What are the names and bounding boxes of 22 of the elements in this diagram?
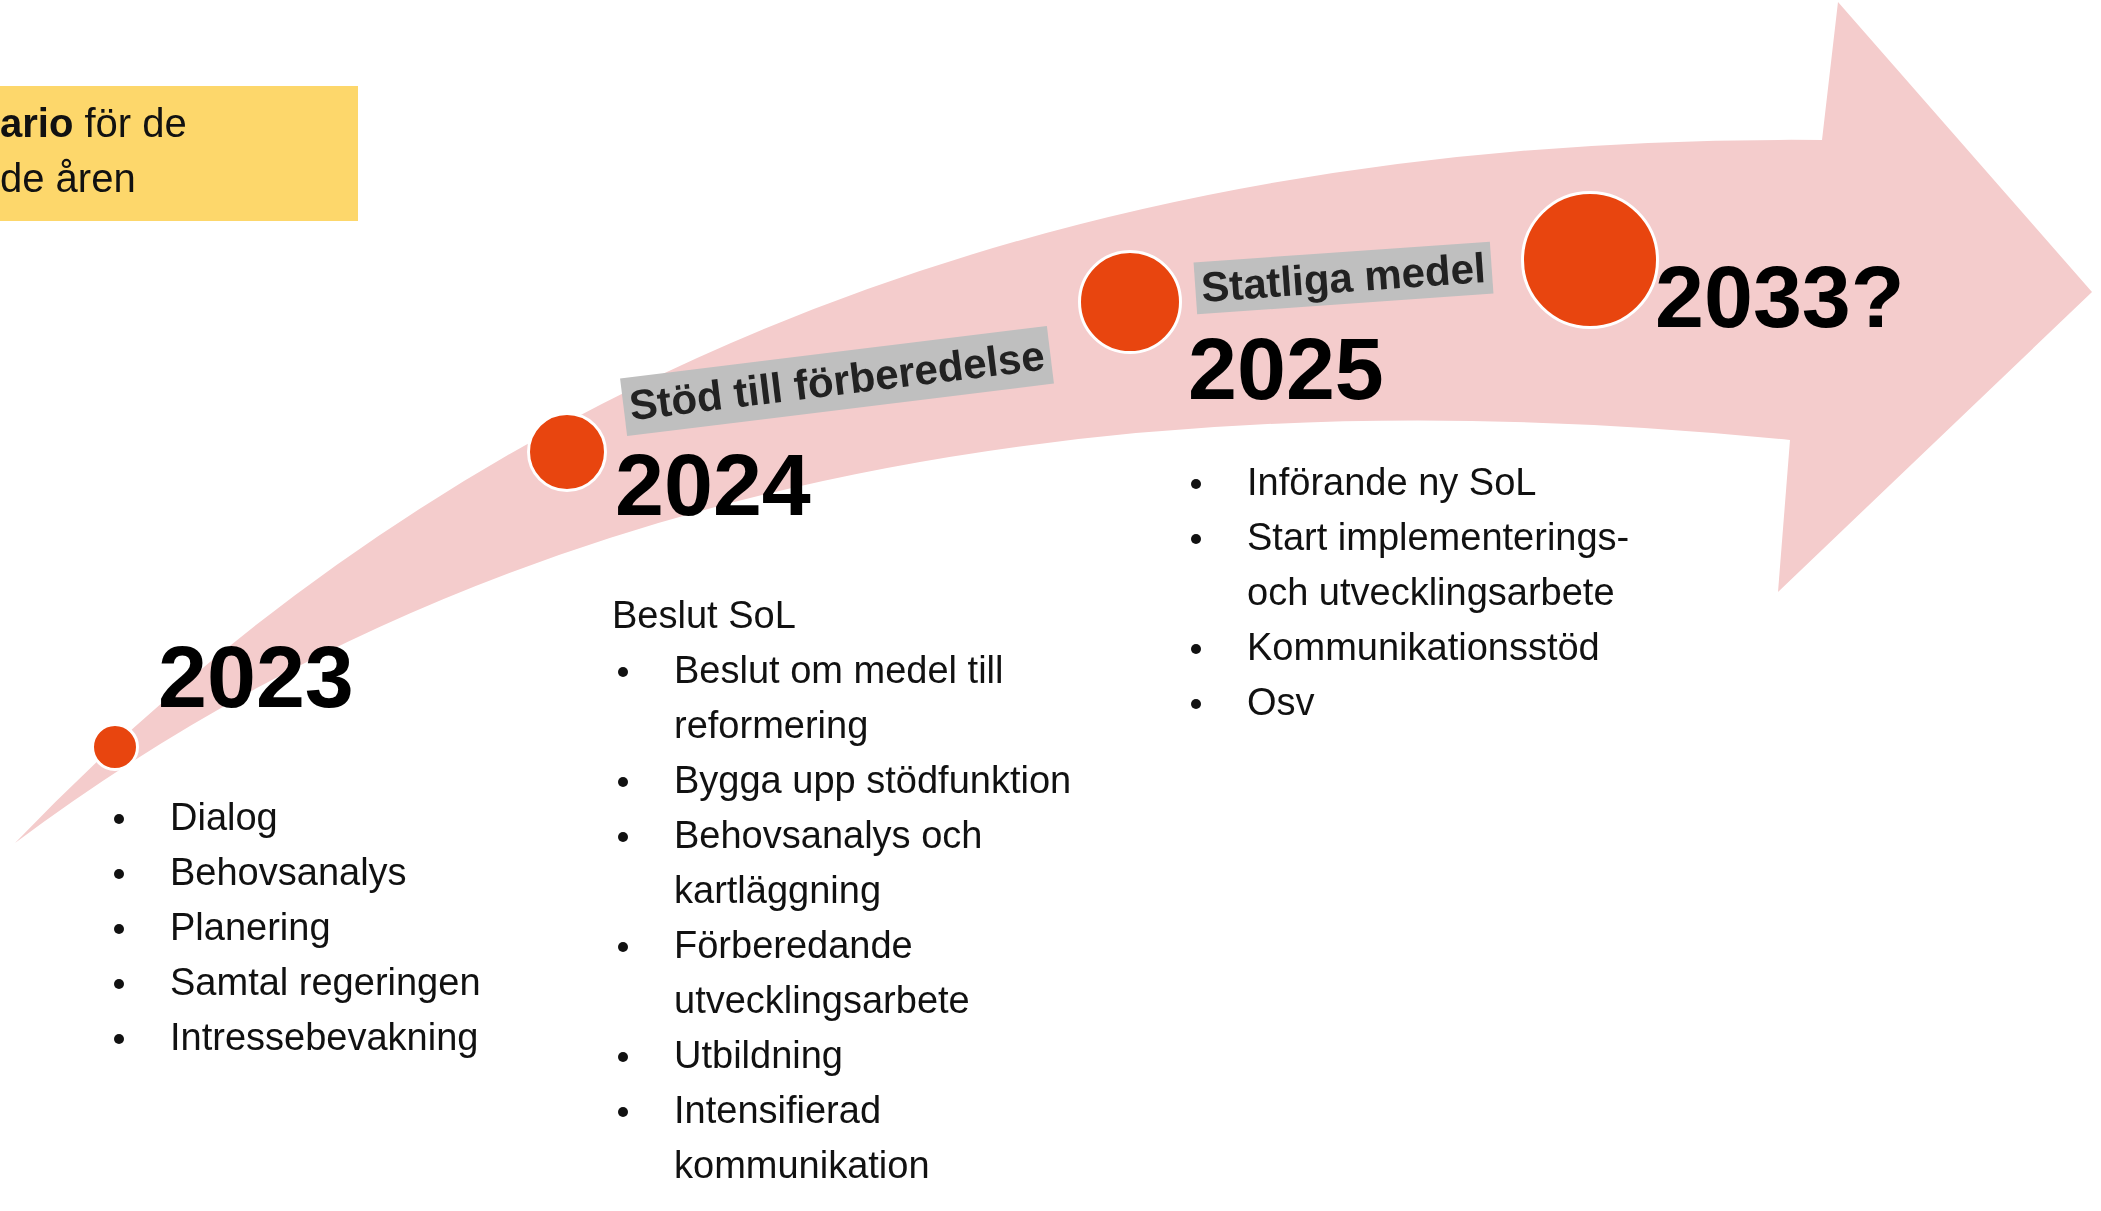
list-item: Samtal regeringen <box>170 961 481 1003</box>
list-item: Införande ny SoL <box>1247 461 1537 503</box>
list-item: Kommunikationsstöd <box>1247 626 1600 668</box>
list-item: Start implementerings- och utvecklingsarbete <box>1247 516 1630 613</box>
year-label: 2025 <box>1188 334 1384 404</box>
list-item: Intensifierad kommunikation <box>674 1089 930 1186</box>
list-item: Bygga upp stödfunktion <box>674 759 1072 801</box>
year-label: 2024 <box>615 450 811 520</box>
list-item: Utbildning <box>674 1034 843 1076</box>
list-item: Dialog <box>170 796 278 838</box>
year-label: 2023 <box>158 642 354 712</box>
year-label: 2033? <box>1655 262 1905 332</box>
list-heading: Beslut SoL <box>612 593 797 638</box>
list-item: Intressebevakning <box>170 1016 479 1058</box>
list-item: Planering <box>170 906 331 948</box>
list-item: Osv <box>1247 681 1315 723</box>
list-item: Behovsanalys och kartläggning <box>674 814 983 911</box>
note-box <box>0 86 358 221</box>
list-item: Förberedande utvecklingsarbete <box>674 924 970 1021</box>
list-item: Behovsanalys <box>170 851 407 893</box>
note-text: ario för de de åren <box>0 100 188 202</box>
list-item: Beslut om medel till reformering <box>674 649 1004 746</box>
